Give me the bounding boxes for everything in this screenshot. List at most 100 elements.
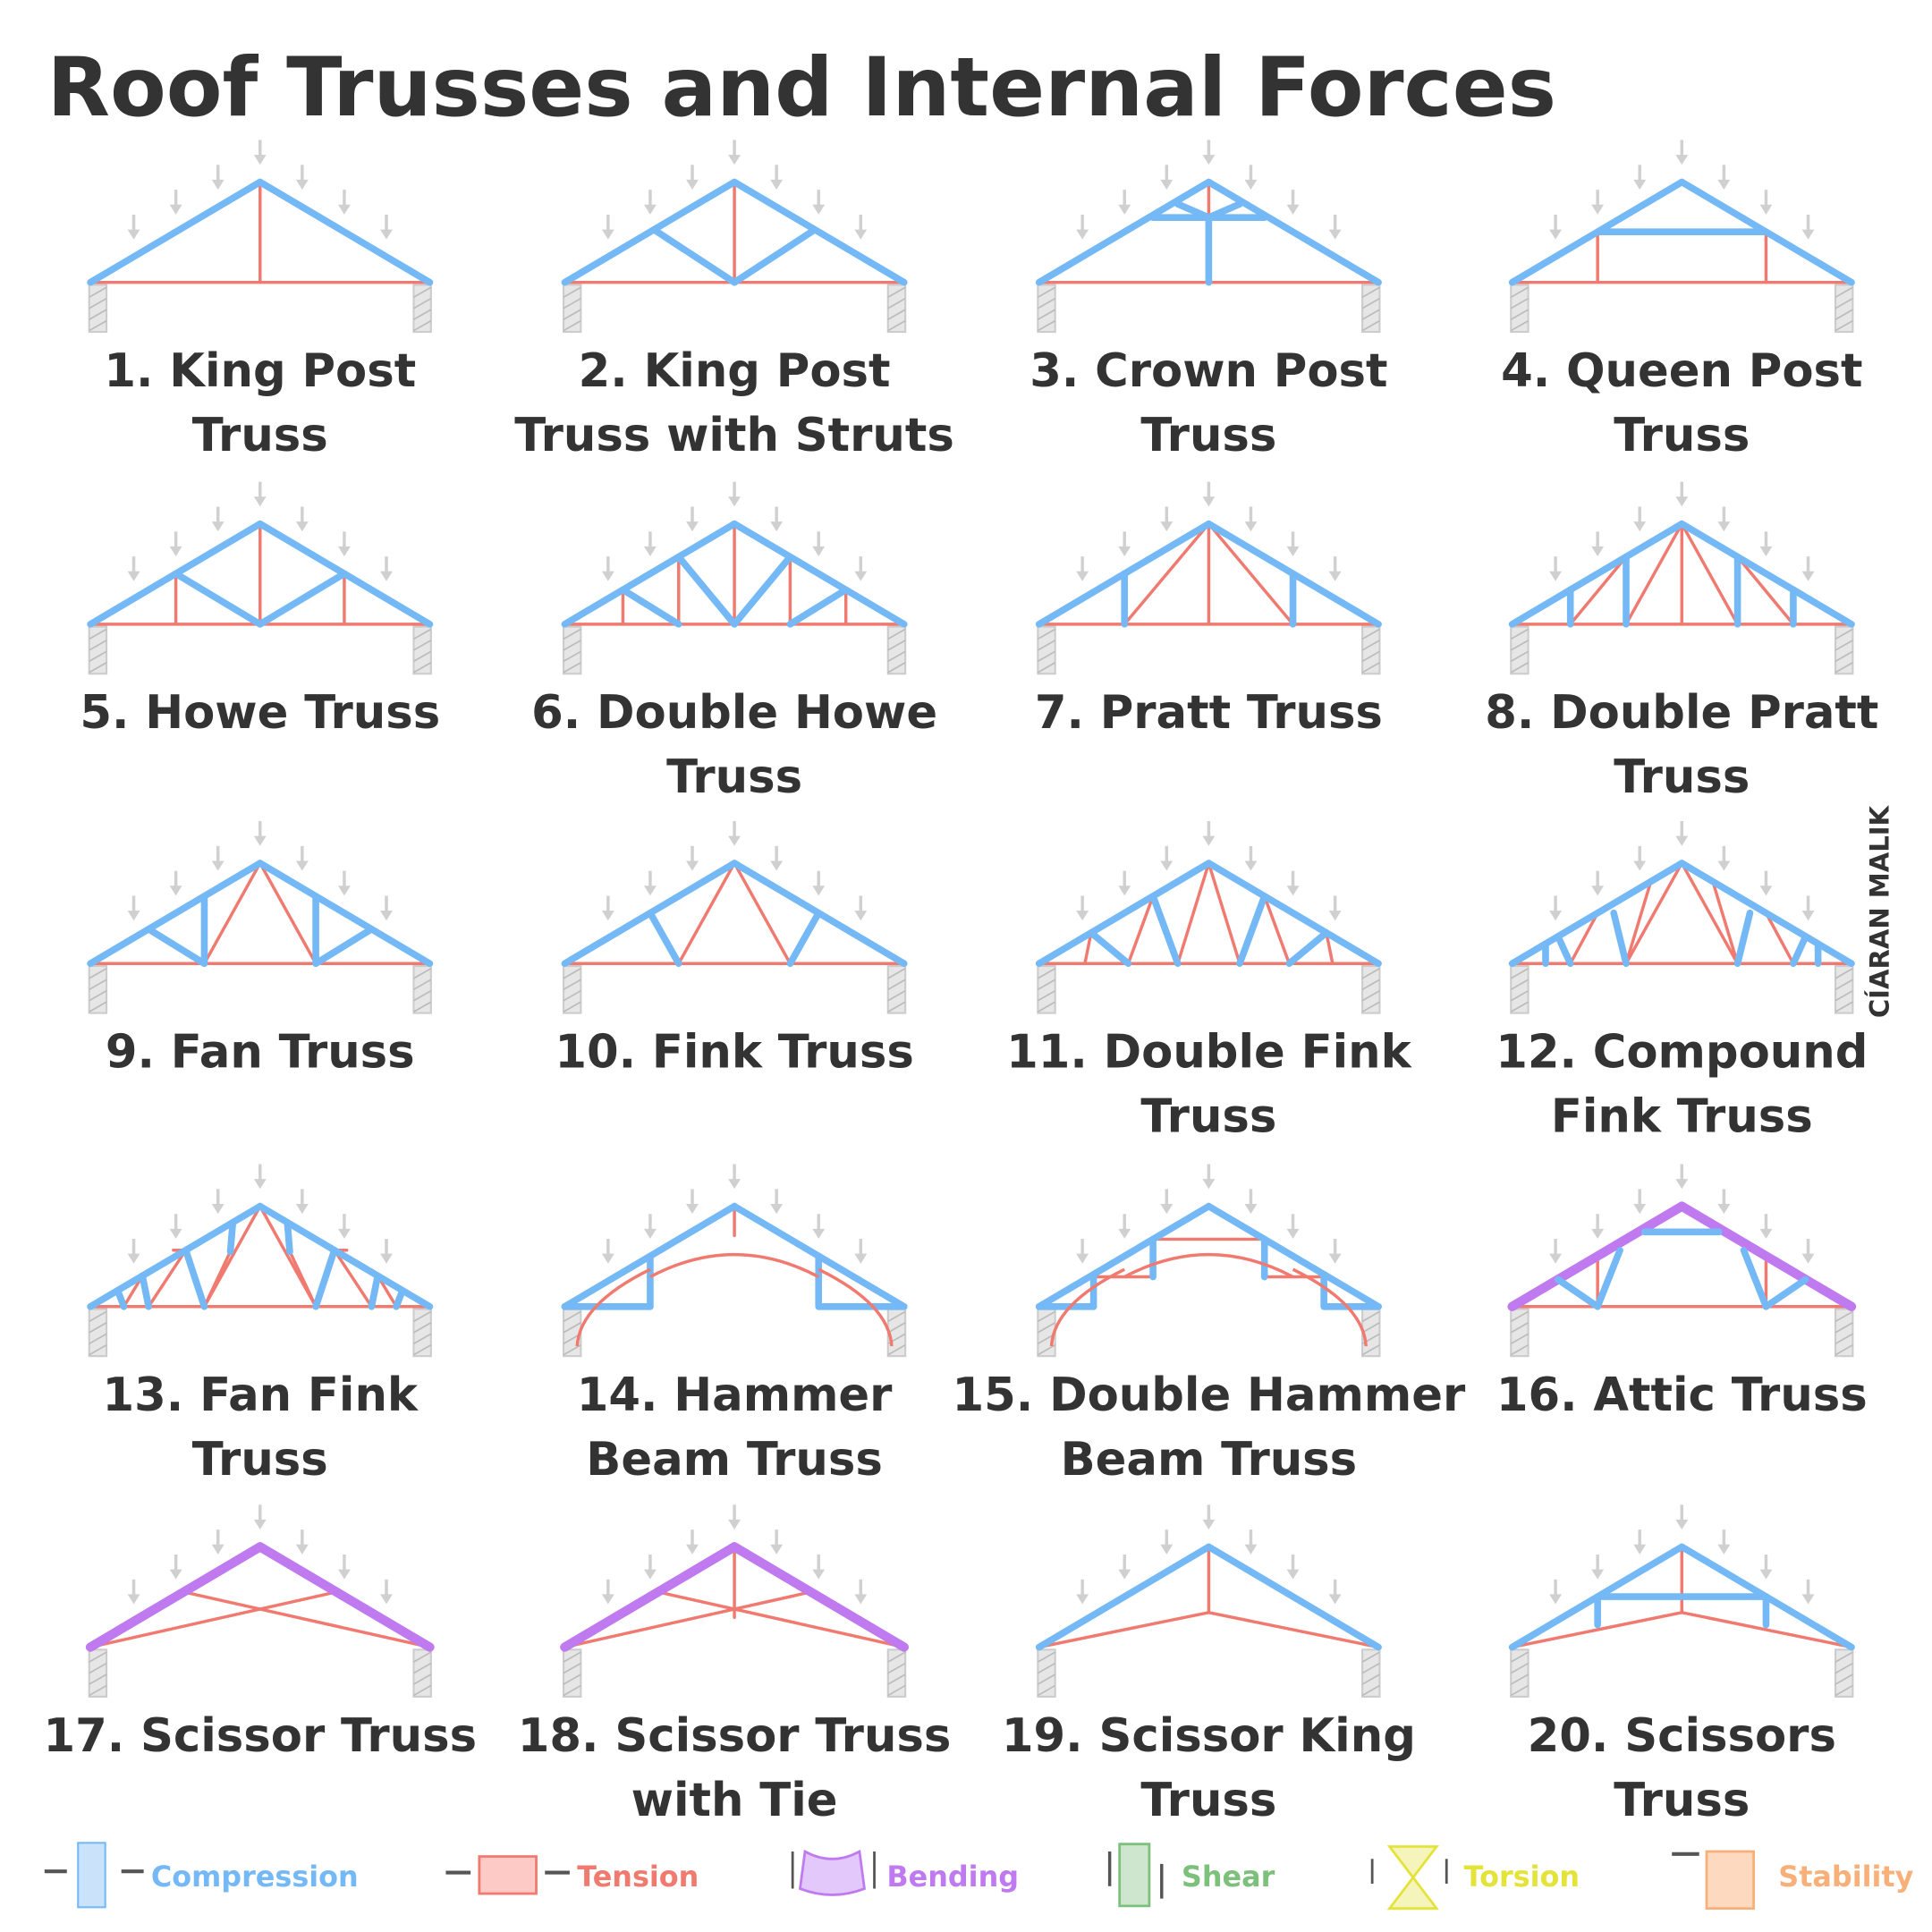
load-arrow-icon bbox=[169, 531, 182, 556]
tension-member bbox=[1680, 1611, 1853, 1649]
load-arrow-icon bbox=[338, 531, 351, 556]
compression-member bbox=[1035, 178, 1213, 286]
support-icon bbox=[1361, 1648, 1381, 1698]
compression-member bbox=[1594, 1247, 1623, 1310]
tension-icon bbox=[445, 1855, 570, 1895]
legend-label: Bending bbox=[886, 1860, 1019, 1894]
compression-member bbox=[312, 925, 376, 968]
load-arrow-icon bbox=[127, 1239, 140, 1264]
load-arrows bbox=[1076, 1504, 1342, 1605]
support-icon bbox=[1834, 1648, 1854, 1698]
load-arrow-icon bbox=[380, 556, 393, 581]
compression-member bbox=[1205, 1543, 1382, 1651]
tension-member bbox=[333, 1249, 374, 1309]
load-arrow-icon bbox=[1801, 1239, 1815, 1264]
bending-member bbox=[729, 1542, 909, 1652]
truss-label-line: Truss bbox=[1614, 750, 1750, 804]
support-icon bbox=[886, 1648, 907, 1698]
truss-label: 10. Fink Truss bbox=[555, 1026, 913, 1080]
compression-icon bbox=[44, 1842, 144, 1909]
tension-member bbox=[1624, 521, 1684, 626]
tension-member bbox=[1764, 911, 1795, 965]
load-arrow-icon bbox=[1202, 140, 1216, 165]
support-icon bbox=[562, 1648, 582, 1698]
truss-label-line: Truss bbox=[666, 750, 802, 804]
load-arrow-icon bbox=[1160, 845, 1174, 871]
load-arrow-icon bbox=[1633, 845, 1647, 871]
load-arrow-icon bbox=[127, 214, 140, 240]
load-arrows bbox=[1076, 140, 1342, 240]
tension-member bbox=[1680, 861, 1740, 965]
truss-label-line: Truss bbox=[1140, 1774, 1276, 1827]
compression-member bbox=[1205, 1202, 1382, 1310]
load-arrow-icon bbox=[338, 1554, 351, 1580]
load-arrow-icon bbox=[1801, 895, 1815, 921]
compression-member bbox=[786, 909, 823, 968]
load-arrow-icon bbox=[1549, 1239, 1562, 1264]
load-arrow-icon bbox=[1759, 190, 1773, 215]
compression-member bbox=[1174, 200, 1213, 221]
load-arrow-icon bbox=[169, 870, 182, 896]
tension-member bbox=[656, 1590, 906, 1649]
load-arrows bbox=[601, 821, 868, 921]
load-arrow-icon bbox=[1549, 1579, 1562, 1605]
legend-item-torsion: Torsion bbox=[1370, 1845, 1580, 1911]
load-arrow-icon bbox=[728, 140, 741, 165]
load-arrow-icon bbox=[169, 1554, 182, 1580]
load-arrow-icon bbox=[1759, 1214, 1773, 1239]
tension-member bbox=[733, 861, 792, 965]
support-icon bbox=[886, 964, 907, 1014]
compression-member bbox=[1555, 1275, 1601, 1310]
support-icon bbox=[562, 284, 582, 334]
compression-member bbox=[1678, 520, 1855, 628]
shear-icon bbox=[1107, 1843, 1164, 1908]
support-icon bbox=[412, 1308, 432, 1358]
support-icon bbox=[1361, 964, 1381, 1014]
arch-collar bbox=[649, 1252, 820, 1279]
compression-member bbox=[650, 225, 738, 286]
tension-member bbox=[1624, 861, 1684, 965]
compression-member bbox=[1740, 1247, 1770, 1310]
compression-member bbox=[87, 860, 264, 968]
load-arrows bbox=[127, 481, 393, 581]
load-arrow-icon bbox=[211, 1530, 225, 1555]
tension-member bbox=[1207, 1611, 1380, 1649]
load-arrow-icon bbox=[686, 1189, 699, 1215]
load-arrow-icon bbox=[1076, 1579, 1089, 1605]
load-arrow-icon bbox=[686, 1530, 699, 1555]
load-arrow-icon bbox=[1118, 531, 1131, 556]
compression-member bbox=[1610, 909, 1630, 968]
load-arrows bbox=[1076, 1164, 1342, 1264]
support-icon bbox=[1037, 625, 1056, 675]
load-arrow-icon bbox=[686, 165, 699, 190]
load-arrow-icon bbox=[812, 870, 826, 896]
truss-label-line: Truss bbox=[1614, 1774, 1750, 1827]
tension-member bbox=[1037, 1611, 1211, 1649]
compression-member bbox=[393, 1286, 406, 1310]
support-icon bbox=[1510, 625, 1530, 675]
truss-17: 17. Scissor Truss bbox=[43, 1504, 477, 1763]
load-arrow-icon bbox=[1633, 1530, 1647, 1555]
load-arrow-icon bbox=[601, 895, 614, 921]
load-arrow-icon bbox=[1549, 895, 1562, 921]
load-arrow-icon bbox=[644, 531, 657, 556]
truss-10: 10. Fink Truss bbox=[555, 821, 914, 1080]
tension-member bbox=[89, 1590, 338, 1649]
load-arrows bbox=[1076, 821, 1342, 921]
load-arrow-icon bbox=[211, 1189, 225, 1215]
support-icon bbox=[88, 1308, 108, 1358]
load-arrows bbox=[601, 481, 868, 581]
tension-member bbox=[202, 861, 262, 965]
tension-member bbox=[1176, 861, 1211, 965]
bending-icon bbox=[791, 1849, 876, 1896]
